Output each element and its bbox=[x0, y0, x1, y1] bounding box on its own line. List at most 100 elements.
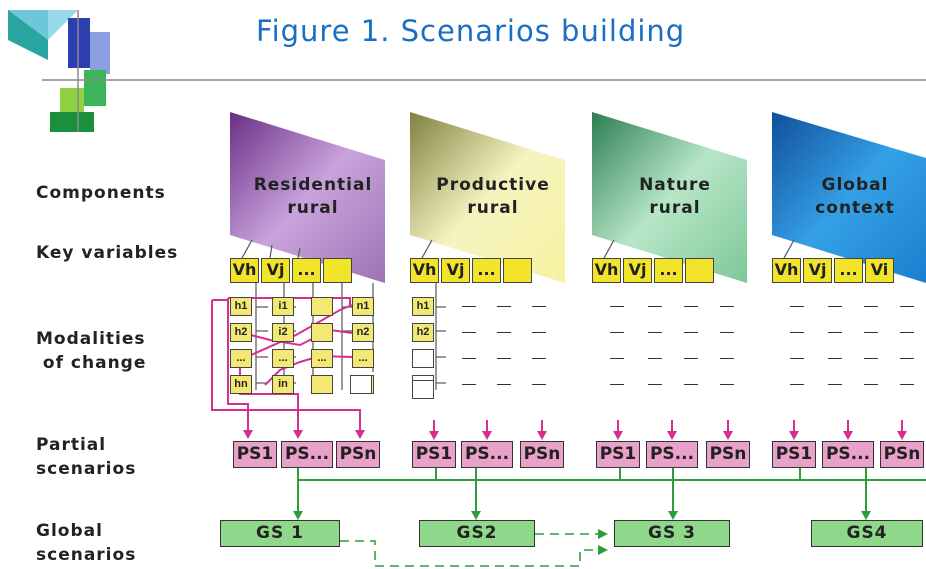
modality-placeholder-dash bbox=[497, 332, 511, 333]
component-label: Residential rural bbox=[253, 175, 373, 218]
modality-placeholder-dash bbox=[720, 384, 734, 385]
key-variable-box bbox=[503, 258, 532, 283]
global-scenario-box: GS2 bbox=[419, 520, 535, 547]
component-shape-global bbox=[772, 112, 926, 283]
modality-placeholder-dash bbox=[864, 384, 878, 385]
partial-scenario-box: PS1 bbox=[233, 441, 277, 468]
component-shape-nature bbox=[592, 112, 747, 283]
modality-placeholder-dash bbox=[462, 306, 476, 307]
modality-box: h2 bbox=[230, 323, 252, 342]
component-label: Nature rural bbox=[639, 175, 711, 218]
modality-placeholder-dash bbox=[610, 306, 624, 307]
pink-arrow-head bbox=[843, 431, 853, 440]
modality-box: ... bbox=[230, 349, 252, 368]
modality-box: n2 bbox=[352, 323, 374, 342]
modality-placeholder-dash bbox=[828, 384, 842, 385]
key-variable-box bbox=[685, 258, 714, 283]
component-label: Productive rural bbox=[436, 175, 550, 218]
partial-scenario-box: PS... bbox=[461, 441, 513, 468]
key-variable-box: Vh bbox=[410, 258, 439, 283]
modality-placeholder-dash bbox=[828, 358, 842, 359]
partial-scenario-box: PSn bbox=[520, 441, 564, 468]
modality-placeholder-dash bbox=[864, 332, 878, 333]
modality-box: in bbox=[272, 375, 294, 394]
key-variable-box: Vj bbox=[803, 258, 832, 283]
modality-placeholder-dash bbox=[720, 332, 734, 333]
pink-arrow-head bbox=[789, 431, 799, 440]
modality-placeholder-dash bbox=[900, 358, 914, 359]
modality-box bbox=[311, 297, 333, 316]
modality-box: h1 bbox=[230, 297, 252, 316]
modality-placeholder-dash bbox=[532, 358, 546, 359]
modality-box-empty bbox=[350, 375, 372, 394]
partial-scenario-box: PS... bbox=[281, 441, 333, 468]
pink-arrow-head bbox=[723, 431, 733, 440]
global-scenario-box: GS 1 bbox=[220, 520, 340, 547]
key-variable-box: Vj bbox=[441, 258, 470, 283]
modality-box: hn bbox=[230, 375, 252, 394]
modality-placeholder-dash bbox=[684, 306, 698, 307]
modality-placeholder-dash bbox=[684, 384, 698, 385]
component-shape-productive bbox=[410, 112, 565, 283]
key-variable-box: ... bbox=[292, 258, 321, 283]
key-variable-box: Vj bbox=[623, 258, 652, 283]
key-variable-box: Vh bbox=[772, 258, 801, 283]
key-variable-box bbox=[323, 258, 352, 283]
row-label-global-scenarios: Global scenarios bbox=[36, 521, 137, 565]
modality-placeholder-dash bbox=[610, 384, 624, 385]
modality-box: i1 bbox=[272, 297, 294, 316]
modality-placeholder-dash bbox=[684, 358, 698, 359]
modality-placeholder-dash bbox=[648, 306, 662, 307]
modality-placeholder-dash bbox=[648, 358, 662, 359]
modality-placeholder-dash bbox=[828, 306, 842, 307]
partial-scenario-box: PSn bbox=[880, 441, 924, 468]
modality-placeholder-dash bbox=[900, 384, 914, 385]
row-label-modalities: Modalities of change bbox=[36, 329, 147, 373]
modality-placeholder-dash bbox=[900, 332, 914, 333]
modality-box: i2 bbox=[272, 323, 294, 342]
modality-placeholder-dash bbox=[610, 358, 624, 359]
modality-placeholder-dash bbox=[864, 358, 878, 359]
pink-arrow-head bbox=[667, 431, 677, 440]
partial-scenario-box: PS1 bbox=[412, 441, 456, 468]
component-label: Global context bbox=[815, 175, 895, 218]
component-shape-residential bbox=[230, 112, 385, 283]
partial-scenario-box: PS1 bbox=[772, 441, 816, 468]
key-variable-box: Vh bbox=[592, 258, 621, 283]
modality-placeholder-dash bbox=[684, 332, 698, 333]
modality-box: n1 bbox=[352, 297, 374, 316]
partial-scenario-box: PSn bbox=[706, 441, 750, 468]
modality-placeholder-dash bbox=[462, 384, 476, 385]
modality-placeholder-dash bbox=[790, 384, 804, 385]
modality-placeholder-dash bbox=[828, 332, 842, 333]
modality-placeholder-dash bbox=[790, 358, 804, 359]
modality-placeholder-dash bbox=[462, 332, 476, 333]
key-variable-box: ... bbox=[654, 258, 683, 283]
pink-arrow-head bbox=[429, 431, 439, 440]
partial-scenario-box: PS... bbox=[646, 441, 698, 468]
pink-arrow-head bbox=[537, 431, 547, 440]
key-variable-box: ... bbox=[472, 258, 501, 283]
global-scenario-box: GS4 bbox=[811, 520, 923, 547]
modality-box bbox=[311, 323, 333, 342]
key-variable-box: Vj bbox=[261, 258, 290, 283]
modality-box bbox=[311, 375, 333, 394]
pink-arrow-head bbox=[482, 431, 492, 440]
modality-box: ... bbox=[311, 349, 333, 368]
modality-placeholder-dash bbox=[610, 332, 624, 333]
modality-placeholder-dash bbox=[532, 332, 546, 333]
modality-box bbox=[412, 349, 434, 368]
modality-box: h2 bbox=[412, 323, 434, 342]
pink-arrow-head bbox=[613, 431, 623, 440]
modality-placeholder-dash bbox=[790, 306, 804, 307]
modality-placeholder-dash bbox=[462, 358, 476, 359]
modality-placeholder-dash bbox=[648, 384, 662, 385]
modality-placeholder-dash bbox=[720, 306, 734, 307]
modality-placeholder-dash bbox=[532, 306, 546, 307]
modality-box-empty bbox=[412, 380, 434, 399]
modality-placeholder-dash bbox=[864, 306, 878, 307]
partial-scenario-box: PS... bbox=[822, 441, 874, 468]
